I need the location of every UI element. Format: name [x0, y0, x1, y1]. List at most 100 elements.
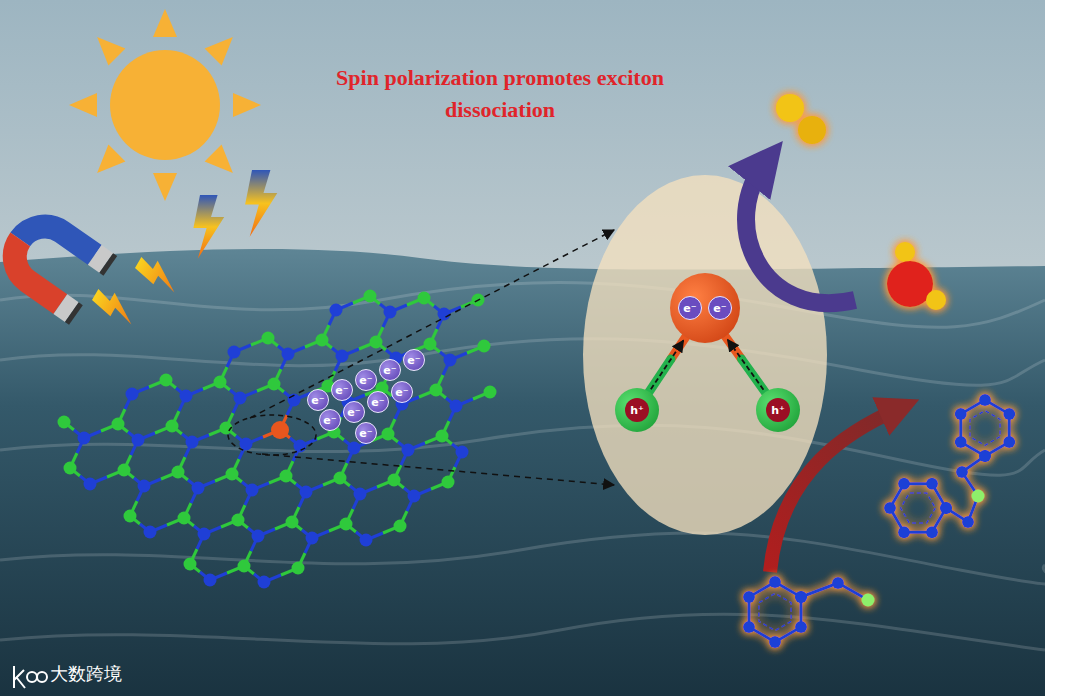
electron-label: e⁻ [383, 365, 396, 376]
electron-label: e⁻ [371, 397, 384, 408]
title-text: Spin polarization promotes exciton disso… [330, 62, 670, 126]
electron: e⁻ [307, 389, 329, 411]
lattice-atom [58, 416, 71, 429]
molecule [884, 394, 1015, 538]
lattice-atom [316, 334, 329, 347]
organic-molecules [743, 394, 1015, 648]
lattice-atom [64, 462, 77, 475]
carbon-atom [940, 502, 952, 514]
carbon-atom [769, 636, 781, 648]
sun-ray [153, 173, 177, 201]
sun-ray [233, 93, 261, 117]
lattice-atom [300, 486, 313, 499]
lattice-atom [78, 432, 91, 445]
lattice-atom [282, 348, 295, 361]
lattice-atom [354, 488, 367, 501]
electron-label: e⁻ [678, 296, 702, 320]
chain-atom [795, 591, 807, 603]
electron-label: e⁻ [395, 387, 408, 398]
electron: e⁻ [355, 422, 377, 444]
carbon-atom [926, 478, 938, 490]
lattice-atom [214, 376, 227, 389]
carbon-atom [1003, 436, 1015, 448]
chain-atom [962, 516, 974, 528]
lightning [90, 170, 278, 327]
margin [1045, 0, 1080, 696]
lattice-atom [478, 340, 491, 353]
lattice-atom [226, 468, 239, 481]
dashed-ring [228, 415, 316, 455]
magnet [0, 205, 117, 325]
red-arrow [770, 408, 900, 572]
electron-label: e⁻ [323, 415, 336, 426]
water-molecule [887, 242, 946, 310]
lattice-atom [204, 574, 217, 587]
lattice-atom [430, 384, 443, 397]
aromatic-ring [759, 593, 791, 630]
lattice-atom [252, 530, 265, 543]
lattice-atom [132, 434, 145, 447]
lattice-atom [292, 562, 305, 575]
electron: e⁻ [319, 409, 341, 431]
lattice-atom [364, 290, 377, 303]
watermark-logo [14, 666, 47, 688]
hole-site: h⁺ [615, 388, 659, 432]
electron: e⁻ [367, 391, 389, 413]
lattice-atom [286, 516, 299, 529]
carbon-atom [769, 576, 781, 588]
lattice-atom [408, 490, 421, 503]
lattice-atom [186, 436, 199, 449]
carbon-atom [795, 591, 807, 603]
lattice-atom [258, 576, 271, 589]
lattice-atom [178, 512, 191, 525]
lattice-atom [246, 484, 259, 497]
zoom-lines [250, 230, 614, 485]
lattice-atom [271, 421, 289, 439]
lattice-atom [180, 390, 193, 403]
carbon-atom [795, 621, 807, 633]
electron: e⁻ [331, 379, 353, 401]
carbon-atom [743, 591, 755, 603]
electron-label: e⁻ [347, 407, 360, 418]
waves [0, 282, 1057, 650]
chain-atom [940, 502, 952, 514]
carbon-atom [955, 436, 967, 448]
lattice-atom [138, 480, 151, 493]
chain-bond [946, 456, 985, 522]
chain-atom [972, 490, 984, 502]
sun-ray [153, 9, 177, 37]
lattice-atom [334, 472, 347, 485]
lattice-atom [198, 528, 211, 541]
carbon-atom [979, 450, 991, 462]
nitrogen-atom [972, 490, 985, 503]
electron-label: e⁻ [311, 395, 324, 406]
electron: e⁻ [355, 369, 377, 391]
carbon-atom [743, 621, 755, 633]
lattice-atom [340, 518, 353, 531]
lattice-atom [484, 386, 497, 399]
lattice-atom [418, 292, 431, 305]
electron-label: e⁻ [335, 385, 348, 396]
electron-label: e⁻ [359, 375, 372, 386]
chain-atom [979, 450, 991, 462]
lattice-atom [172, 466, 185, 479]
lattice-atom [384, 306, 397, 319]
lattice-atom [456, 446, 469, 459]
lattice-atom [330, 304, 343, 317]
purple-arrow [746, 162, 855, 303]
lattice-atom [348, 442, 361, 455]
aromatic-ring [901, 493, 936, 523]
lattice-atom [232, 514, 245, 527]
lattice-atom [438, 308, 451, 321]
lattice-atom [160, 374, 173, 387]
lattice-atom [112, 418, 125, 431]
electron: e⁻ [343, 401, 365, 423]
sun-ray [205, 37, 233, 65]
electron: e⁻ [379, 359, 401, 381]
lattice-atom [184, 558, 197, 571]
transfer-arrow [651, 340, 683, 389]
lattice-atom [424, 338, 437, 351]
lattice-atom [444, 354, 457, 367]
electron-label: e⁻ [359, 428, 372, 439]
